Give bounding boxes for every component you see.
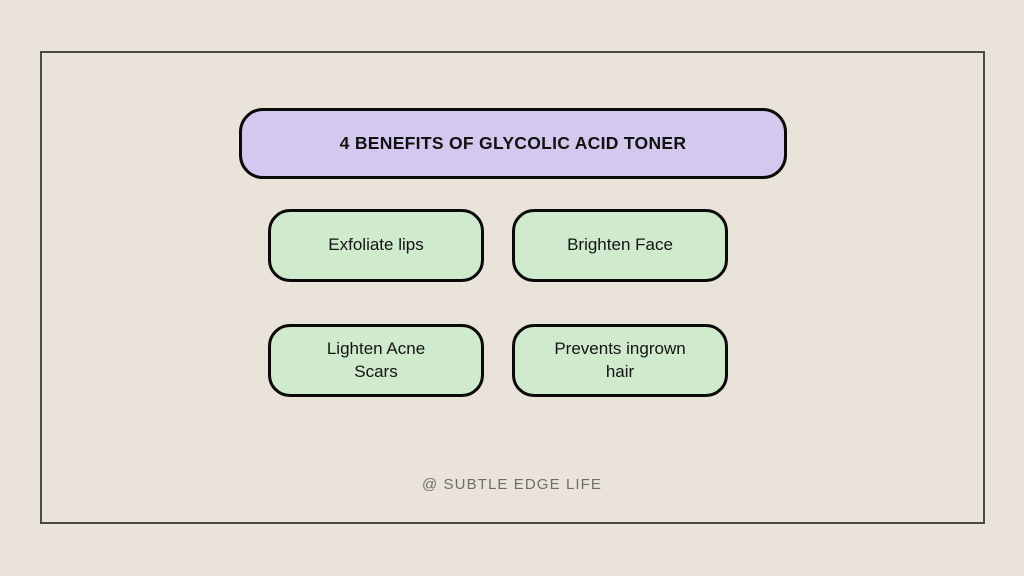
benefit-grid: Exfoliate lips Brighten Face Lighten Acn… bbox=[268, 209, 728, 397]
decorative-frame-border bbox=[40, 51, 985, 524]
benefit-label: Brighten Face bbox=[567, 235, 673, 255]
footer-handle: @ SUBTLE EDGE LIFE bbox=[421, 476, 603, 493]
benefit-card-4: Prevents ingrown hair bbox=[512, 324, 728, 397]
benefit-card-1: Exfoliate lips bbox=[268, 209, 484, 282]
benefit-label: Exfoliate lips bbox=[328, 235, 424, 255]
benefit-label: Lighten Acne Scars bbox=[326, 338, 426, 381]
title-card: 4 BENEFITS OF GLYCOLIC ACID TONER bbox=[239, 108, 787, 179]
benefit-label: Prevents ingrown hair bbox=[554, 338, 686, 381]
benefit-card-2: Brighten Face bbox=[512, 209, 728, 282]
page-title: 4 BENEFITS OF GLYCOLIC ACID TONER bbox=[339, 133, 687, 153]
benefit-card-3: Lighten Acne Scars bbox=[268, 324, 484, 397]
